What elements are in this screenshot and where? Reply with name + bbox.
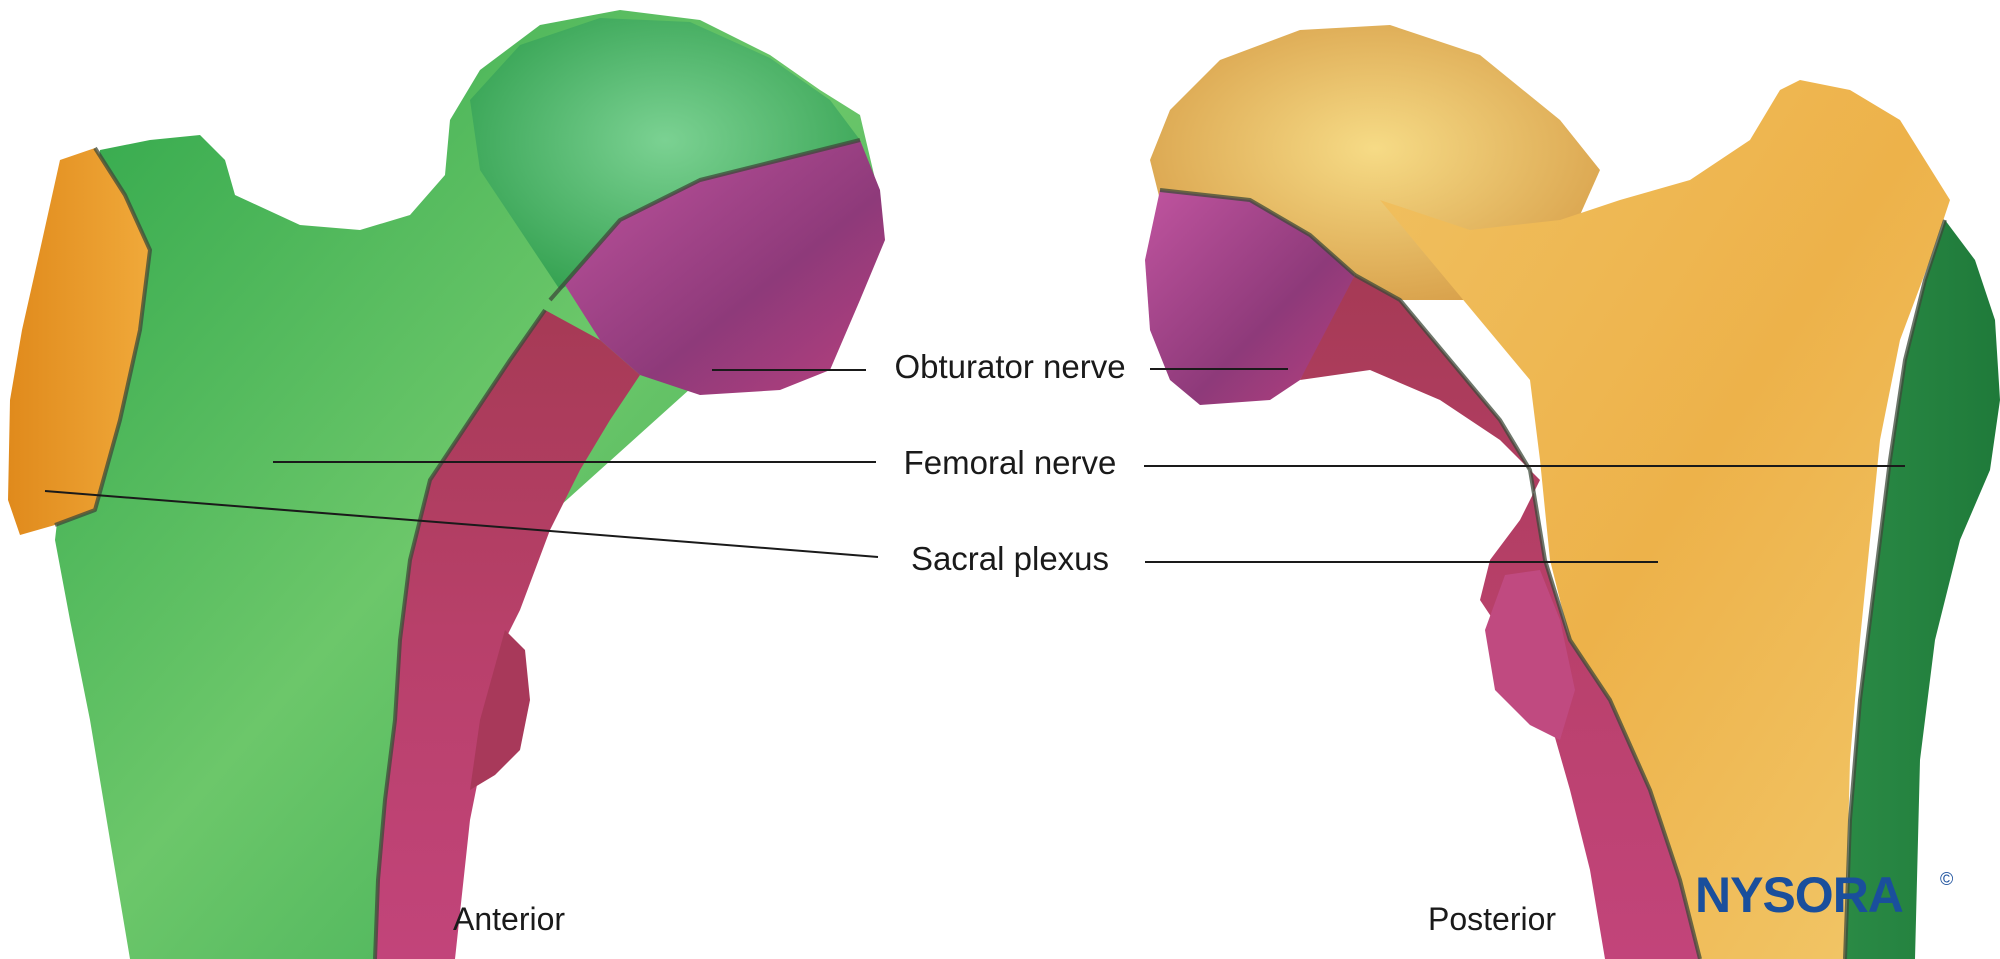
anterior-obturator-region bbox=[565, 140, 885, 395]
anterior-femur bbox=[8, 10, 885, 959]
label-obturator-nerve: Obturator nerve bbox=[894, 348, 1125, 385]
posterior-femoral-region bbox=[1845, 220, 2000, 959]
leader-sacral-anterior bbox=[44, 490, 879, 558]
nysora-logo: NYSORA © bbox=[1695, 867, 1953, 923]
leader-lines bbox=[44, 368, 1905, 563]
posterior-sacral-region bbox=[1380, 80, 1950, 959]
labels: Obturator nerve Femoral nerve Sacral ple… bbox=[453, 348, 1556, 937]
logo-text: NYSORA bbox=[1695, 867, 1903, 923]
logo-copyright-mark: © bbox=[1940, 869, 1953, 889]
label-anterior-view: Anterior bbox=[453, 901, 565, 937]
label-femoral-nerve: Femoral nerve bbox=[904, 444, 1117, 481]
anterior-lesser-trochanter bbox=[470, 630, 530, 790]
posterior-obturator-region bbox=[1145, 190, 1355, 405]
posterior-femur bbox=[1145, 25, 2000, 959]
posterior-lesser-trochanter bbox=[1485, 570, 1575, 740]
anterior-femoral-head bbox=[470, 18, 860, 290]
label-posterior-view: Posterior bbox=[1428, 901, 1556, 937]
label-sacral-plexus: Sacral plexus bbox=[911, 540, 1109, 577]
